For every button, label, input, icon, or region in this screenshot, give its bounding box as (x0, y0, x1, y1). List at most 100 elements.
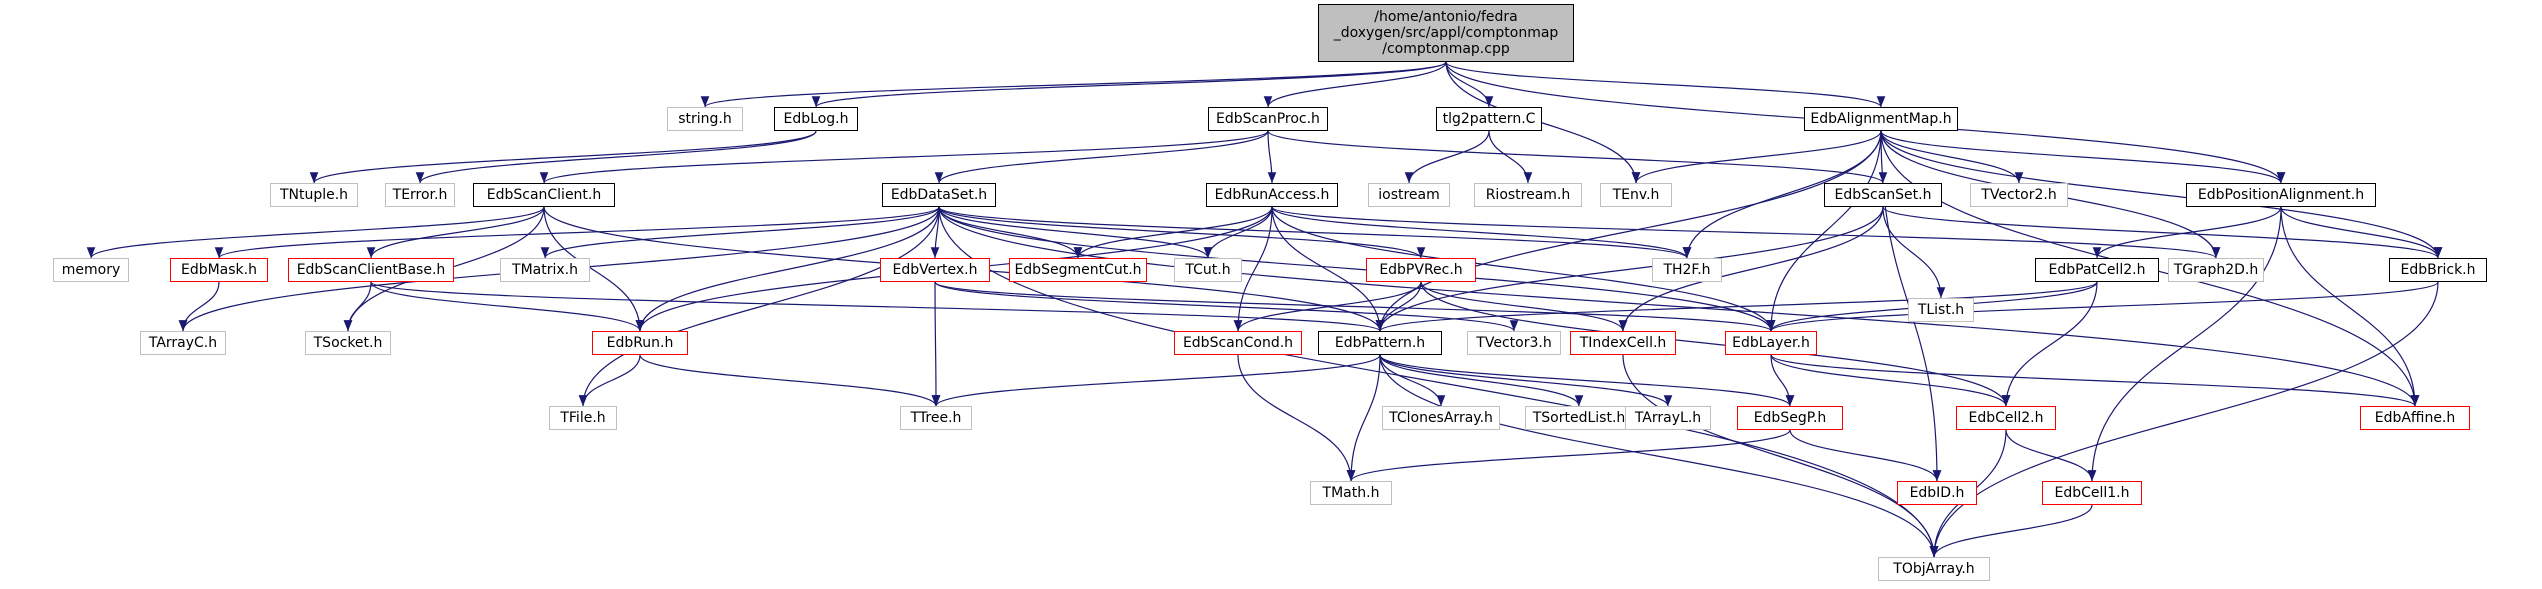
edge-edbpattern_h-to-edbsegp_h (1379, 354, 1795, 407)
node-edbsegp-h[interactable]: EdbSegP.h (1737, 406, 1843, 430)
edge-edbscanset_h-to-tlist_h (1882, 206, 1946, 299)
node-edbscanclient-h[interactable]: EdbScanClient.h (473, 183, 615, 207)
edge-edbrun_h-to-tfile_h (578, 354, 641, 407)
edge-edblayer_h-to-edbaffine_h (1770, 354, 2420, 407)
edge-edbalignmentmap_h-to-edbbrick_h (1880, 130, 2443, 259)
edge-edbdataset_h-to-edbmask_h (214, 206, 940, 259)
edge-edbscanproc_h-to-edbrunaccess_h (1267, 130, 1277, 184)
edge-edbrunaccess_h-to-edbsegmentcut_h (1073, 206, 1273, 259)
node-tfile-h: TFile.h (549, 406, 617, 430)
node-edbrunaccess-h[interactable]: EdbRunAccess.h (1206, 183, 1338, 207)
node-edbscanproc-h[interactable]: EdbScanProc.h (1208, 107, 1328, 131)
node-iostream: iostream (1368, 183, 1450, 207)
node-tvector2-h: TVector2.h (1970, 183, 2068, 207)
node-tenv-h: TEnv.h (1600, 183, 1672, 207)
node-ttree-h: TTree.h (900, 406, 972, 430)
node-tvector3-h: TVector3.h (1467, 331, 1561, 355)
node-tsocket-h: TSocket.h (305, 331, 391, 355)
edge-root-to-tlg2pattern_c (1445, 61, 1494, 108)
node-tlist-h: TList.h (1908, 298, 1974, 322)
edge-edbalignmentmap_h-to-edbpositionalignment_h (1880, 130, 2286, 184)
node-edbcell1-h[interactable]: EdbCell1.h (2042, 481, 2142, 505)
edge-edbvertex_h-to-edblayer_h (934, 281, 1775, 332)
edge-edbpattern_h-to-tsortedlist_h (1379, 354, 1584, 407)
edge-edbvertex_h-to-ttree_h (931, 281, 941, 407)
node-edbpattern-h[interactable]: EdbPattern.h (1318, 331, 1442, 355)
node-edblog-h[interactable]: EdbLog.h (774, 107, 858, 131)
node-edbsegmentcut-h[interactable]: EdbSegmentCut.h (1009, 258, 1147, 282)
edge-edbrunaccess_h-to-tcut_h (1203, 206, 1273, 259)
edge-edbalignmentmap_h-to-edbpattern_h (1375, 130, 1882, 332)
edge-edbpositionalignment_h-to-edbcell1_h (2087, 206, 2282, 482)
node-edbid-h[interactable]: EdbID.h (1897, 481, 1977, 505)
edge-edbpatcell2_h-to-edbcell2_h (2001, 281, 2098, 407)
edge-tlg2pattern_c-to-riostream_h (1488, 130, 1533, 184)
node-memory: memory (53, 258, 129, 282)
node-edbcell2-h[interactable]: EdbCell2.h (1956, 406, 2056, 430)
edge-edbpositionalignment_h-to-edbpatcell2_h (2092, 206, 2282, 259)
edge-edbrun_h-to-ttree_h (639, 354, 941, 407)
edge-edblog_h-to-tntuple_h (309, 130, 817, 184)
edge-edbbrick_h-to-edblayer_h (1766, 281, 2439, 332)
node-edbscanclientbase-h[interactable]: EdbScanClientBase.h (288, 258, 454, 282)
node-edbrun-h[interactable]: EdbRun.h (592, 331, 688, 355)
edge-edbscanproc_h-to-edbscanset_h (1267, 130, 1888, 184)
node-terror-h: TError.h (385, 183, 455, 207)
node-edbbrick-h[interactable]: EdbBrick.h (2389, 258, 2487, 282)
node-tsortedlist-h: TSortedList.h (1525, 406, 1633, 430)
node-edbpositionalignment-h[interactable]: EdbPositionAlignment.h (2186, 183, 2376, 207)
edge-edbdataset_h-to-edbpvrec_h (938, 206, 1426, 259)
node-edbalignmentmap-h[interactable]: EdbAlignmentMap.h (1804, 107, 1958, 131)
edge-edbvertex_h-to-tvector3_h (934, 281, 1519, 332)
edge-tindexcell_h-to-tobjarray_h (1622, 354, 1939, 558)
node-tlg2pattern-c[interactable]: tlg2pattern.C (1436, 107, 1542, 131)
edge-edbalignmentmap_h-to-tvector2_h (1880, 130, 2024, 184)
node-edbscancond-h[interactable]: EdbScanCond.h (1174, 331, 1302, 355)
node-string-h: string.h (667, 107, 743, 131)
node-tmatrix-h: TMatrix.h (500, 258, 590, 282)
edge-edbdataset_h-to-edbaffine_h (938, 206, 2420, 407)
edge-edblayer_h-to-edbcell2_h (1770, 354, 2011, 407)
edge-edbscanclient_h-to-memory (86, 206, 545, 259)
node-riostream-h: Riostream.h (1474, 183, 1582, 207)
edge-edbpvrec_h-to-edbcell2_h (1420, 281, 2011, 407)
edge-root-to-edbscanproc_h (1263, 61, 1447, 108)
edge-edbpatcell2_h-to-edbpattern_h (1375, 281, 2098, 332)
edge-edbscanclientbase_h-to-edbpattern_h (370, 281, 1384, 332)
node-edbmask-h[interactable]: EdbMask.h (170, 258, 268, 282)
edge-edbdataset_h-to-th2f_h (938, 206, 1692, 259)
node-edbscanset-h[interactable]: EdbScanSet.h (1824, 183, 1942, 207)
edge-edbscanclient_h-to-edbscanclientbase_h (366, 206, 545, 259)
edge-edbscanproc_h-to-edbdataset_h (934, 130, 1269, 184)
node-tindexcell-h[interactable]: TIndexCell.h (1570, 331, 1676, 355)
edge-edbscanclientbase_h-to-tsocket_h (343, 281, 372, 332)
edge-edbrunaccess_h-to-edbscancond_h (1233, 206, 1273, 332)
edge-edbsegp_h-to-tmath_h (1346, 429, 1791, 482)
edge-edbdataset_h-to-tcut_h (938, 206, 1213, 259)
edge-edblog_h-to-terror_h (415, 130, 817, 184)
edge-edbdataset_h-to-tfile_h (578, 206, 940, 407)
edge-edbalignmentmap_h-to-edblayer_h (1766, 130, 1882, 332)
node-th2f-h: TH2F.h (1652, 258, 1722, 282)
edge-edbscanclient_h-to-edbrun_h (543, 206, 645, 332)
edge-edbpvrec_h-to-edbscancond_h (1233, 281, 1422, 332)
node-edbaffine-h[interactable]: EdbAffine.h (2360, 406, 2470, 430)
node-edblayer-h[interactable]: EdbLayer.h (1725, 331, 1817, 355)
node-edbdataset-h[interactable]: EdbDataSet.h (882, 183, 996, 207)
node-tmath-h: TMath.h (1310, 481, 1392, 505)
node-edbpvrec-h[interactable]: EdbPVRec.h (1366, 258, 1476, 282)
node-edbvertex-h[interactable]: EdbVertex.h (880, 258, 990, 282)
edge-edbdataset_h-to-tmatrix_h (540, 206, 940, 259)
edge-edbalignmentmap_h-to-tenv_h (1631, 130, 1882, 184)
node-edbpatcell2-h[interactable]: EdbPatCell2.h (2035, 258, 2159, 282)
edge-edbdataset_h-to-edbrun_h (635, 206, 940, 332)
node-tntuple-h: TNtuple.h (270, 183, 358, 207)
edge-edbscanset_h-to-edbbrick_h (1882, 206, 2443, 259)
edge-edbscanclientbase_h-to-edbrun_h (370, 281, 645, 332)
edge-edbdataset_h-to-tobjarray_h (938, 206, 1939, 558)
node-tarrayl-h: TArrayL.h (1625, 406, 1711, 430)
edge-edbscancond_h-to-tmath_h (1237, 354, 1356, 482)
node-comptonmap-cpp: /home/antonio/fedra _doxygen/src/appl/co… (1318, 4, 1574, 62)
